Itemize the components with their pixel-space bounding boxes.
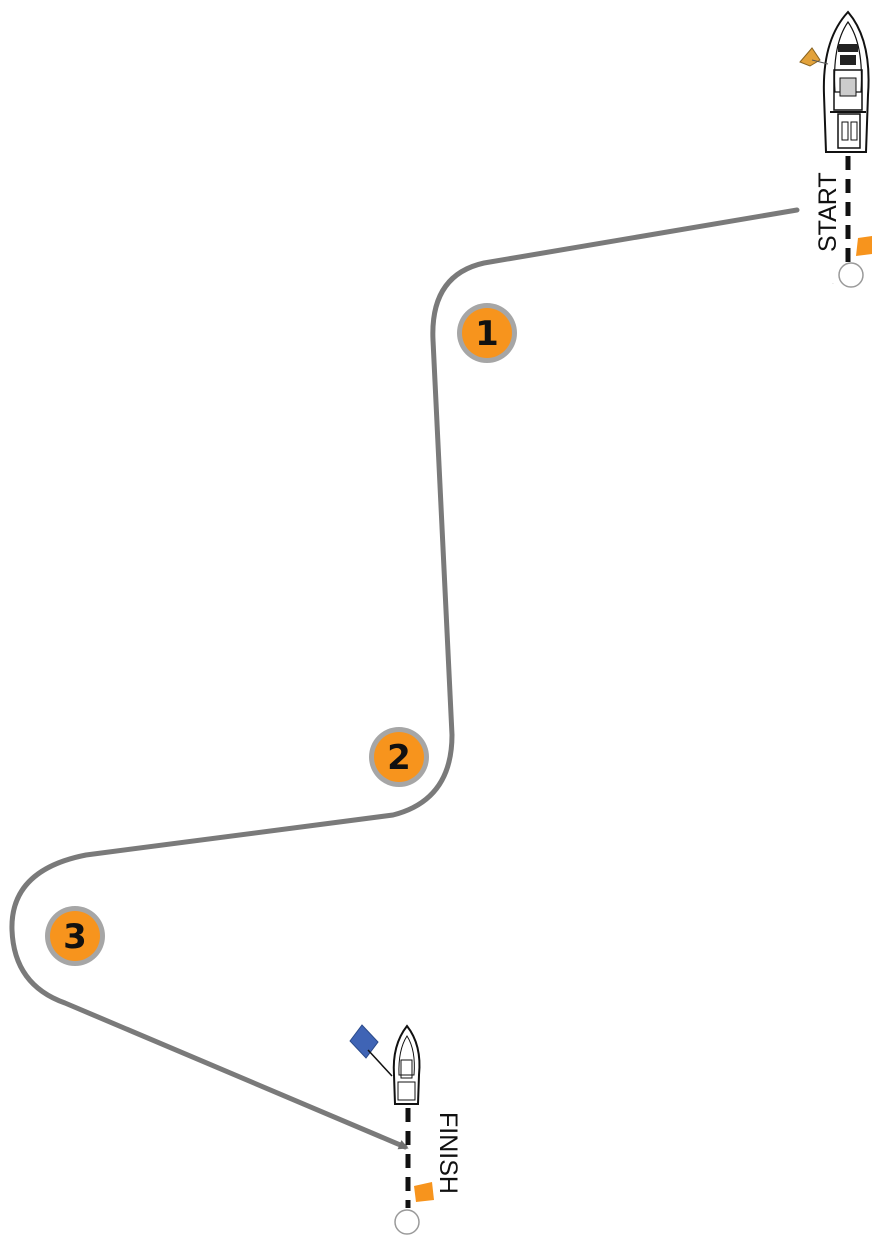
mark-1-disc — [462, 308, 512, 358]
course-line — [9, 207, 800, 1150]
committee-flag-icon — [799, 47, 829, 67]
mark-3-disc — [50, 911, 100, 961]
start-buoy-tick: · — [832, 281, 834, 288]
committee-boat-icon — [822, 10, 870, 153]
mark-2: 2 — [369, 727, 429, 787]
orange-flag-icon — [856, 236, 872, 256]
finish-label: FINISH — [434, 1112, 462, 1194]
start-label: START — [814, 172, 842, 252]
finish-boat-icon — [392, 1024, 421, 1105]
mark-2-number: 2 — [387, 738, 411, 778]
start-pin-buoy-icon — [838, 262, 864, 288]
finish-orange-flag-icon — [414, 1182, 434, 1202]
blue-flag-icon — [349, 1024, 393, 1077]
mark-1-number: 1 — [475, 314, 499, 354]
mark-3-number: 3 — [63, 917, 87, 957]
mark-2-disc — [374, 732, 424, 782]
mark-3: 3 — [45, 906, 105, 966]
mark-1: 1 — [457, 303, 517, 363]
finish-pin-buoy-icon — [394, 1209, 420, 1235]
